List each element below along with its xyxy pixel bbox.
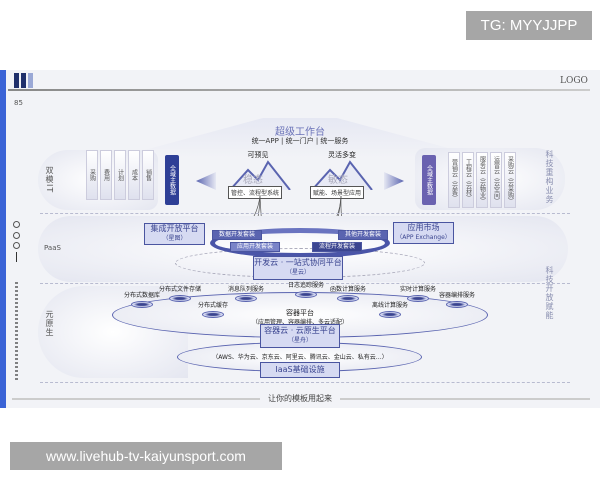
- kit-app: 应用开发套装: [230, 242, 280, 252]
- service-item: 日志追踪服务: [284, 282, 328, 298]
- left-row-bg: [38, 150, 158, 210]
- service-item: 消息队列服务: [224, 286, 268, 302]
- vertical-fine-text: [15, 282, 18, 382]
- logo: LOGO: [560, 76, 588, 86]
- cloud-providers: （AWS、华为云、京东云、阿里云、腾讯云、金山云、私有云…）: [212, 354, 388, 361]
- integration-platform: 集成开放平台 （星图）: [144, 223, 205, 245]
- service-item: 容器编排服务: [435, 292, 479, 308]
- page-number: 85: [14, 99, 23, 107]
- circle-icon: [13, 221, 20, 228]
- side-label-empower: 科技开放赋能: [545, 266, 554, 320]
- right-item: 工程云（云材）: [462, 152, 474, 208]
- divider: [40, 382, 570, 383]
- header-line: [8, 89, 590, 91]
- divider: [40, 213, 570, 214]
- kit-other: 其他开发套装: [338, 230, 388, 240]
- dev-kit-ring: [210, 228, 390, 258]
- integration-title: 集成开放平台: [150, 224, 199, 233]
- right-item: 营销云（云客）: [448, 152, 460, 208]
- service-item: 离线计算服务: [368, 302, 412, 318]
- kit-process: 流程开发套装: [312, 242, 362, 252]
- left-item: 费用: [100, 150, 112, 200]
- integration-sub: （星图）: [162, 235, 187, 242]
- watermark-top: TG: MYYJJPP: [466, 11, 592, 40]
- deco-bar: [14, 73, 19, 88]
- dev-cloud: 开发云 · 一站式协同平台 （星云）: [253, 256, 343, 280]
- circle-icon: [13, 232, 20, 239]
- service-item: 函数计算服务: [326, 286, 370, 302]
- container-cloud: 容器云 · 云原生平台 （星舟）: [260, 324, 340, 348]
- right-item: 采购云（云采购）: [504, 152, 516, 208]
- container-platform-sub: （应用管理、容器编排、多云适配）: [251, 319, 348, 326]
- arrow-right-icon: [384, 172, 404, 190]
- dev-cloud-title: 开发云 · 一站式协同平台: [254, 258, 342, 267]
- agile-name: 敏态: [328, 175, 348, 186]
- watermark-bottom: www.livehub-tv-kaiyunsport.com: [10, 442, 282, 470]
- steady-label: 管控、流程型系统: [228, 186, 283, 199]
- dual-mode-label: 双模IT: [45, 166, 54, 194]
- footer-line: [340, 398, 590, 400]
- divider: [40, 283, 570, 284]
- native-label: 元原生: [45, 310, 54, 337]
- footer-line: [12, 398, 260, 400]
- left-item: 采购: [86, 150, 98, 200]
- service-item: 分布式文件存储: [158, 286, 202, 302]
- agile-top: 灵活多变: [328, 151, 356, 159]
- container-cloud-title: 容器云 · 云原生平台: [264, 326, 336, 335]
- side-label-reconstruct: 科技重构业务: [545, 150, 554, 204]
- kit-data: 数据开发套装: [212, 230, 262, 240]
- service-item: 分布式数据库: [120, 292, 164, 308]
- mountain-agile-icon: [311, 160, 373, 190]
- service-item: 实时计算服务: [396, 286, 440, 302]
- left-master-data: 全域主数据: [165, 155, 179, 205]
- deco-line: [16, 252, 17, 262]
- dev-cloud-sub: （星云）: [285, 269, 310, 276]
- app-market-sub: （APP Exchange）: [396, 234, 451, 241]
- paas-label: PaaS: [44, 244, 61, 252]
- service-item: 分布式缓存: [191, 302, 235, 318]
- app-market-title: 应用市场: [407, 223, 440, 232]
- right-master-data: 全域主数据: [422, 155, 436, 205]
- iaas-box: IaaS基础设施: [260, 362, 340, 378]
- steady-top: 可预见: [247, 151, 269, 159]
- agile-label: 赋能、场景型应用: [310, 186, 365, 199]
- left-item: 计划: [114, 150, 126, 200]
- circle-icon: [13, 242, 20, 249]
- app-market: 应用市场 （APP Exchange）: [393, 222, 454, 244]
- left-item: 成本: [128, 150, 140, 200]
- workbench-subtitle: 统一APP | 统一门户 | 统一服务: [251, 137, 349, 145]
- right-item: 服务云（云物业）: [476, 152, 488, 208]
- container-platform-title: 容器平台: [286, 309, 314, 317]
- arrow-left-icon: [196, 172, 216, 190]
- accent-stripe: [0, 70, 6, 408]
- workbench-title: 超级工作台: [275, 127, 325, 138]
- footer-text: 让你的模板用起来: [268, 394, 332, 403]
- deco-bar: [21, 73, 26, 88]
- steady-name: 稳态: [243, 175, 263, 186]
- mountain-steady-icon: [229, 160, 291, 190]
- left-item: 销售: [142, 150, 154, 200]
- container-cloud-sub: （星舟）: [287, 337, 312, 344]
- deco-bar: [28, 73, 33, 88]
- right-item: 运营云（云空间）: [490, 152, 502, 208]
- slide: LOGO 85 超级工作台 统一APP | 统一门户 | 统一服务 双模IT 采…: [0, 70, 600, 408]
